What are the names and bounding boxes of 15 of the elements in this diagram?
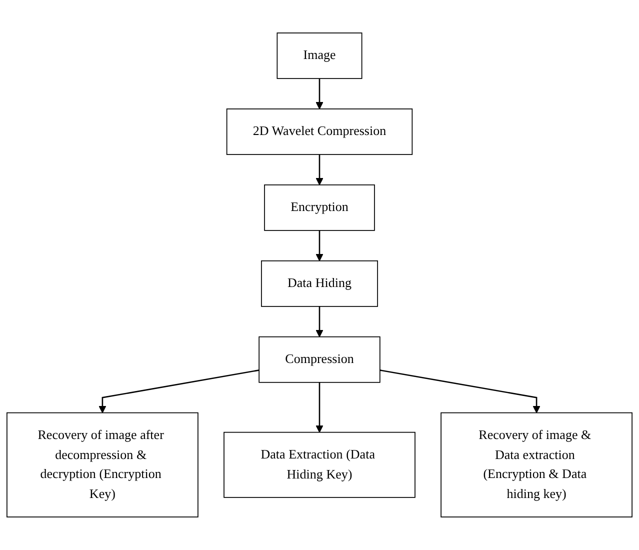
arrow xyxy=(316,154,324,186)
node-box: Encryption xyxy=(264,184,375,231)
node-box: 2D Wavelet Compression xyxy=(226,108,413,155)
node-box: Data Hiding xyxy=(261,260,378,307)
arrow xyxy=(380,370,540,414)
node-box: Compression xyxy=(258,336,380,383)
arrow xyxy=(316,382,324,433)
node-box: Image xyxy=(276,32,362,79)
arrow xyxy=(98,370,260,414)
node-box: Recovery of image after decompression & decryption (Encryption Key) xyxy=(6,412,198,518)
arrow xyxy=(316,230,324,262)
node-box: Data Extraction (Data Hiding Key) xyxy=(224,432,416,498)
arrow xyxy=(316,78,324,110)
node-box: Recovery of image & Data extraction (Encryption & Data hiding key) xyxy=(440,412,632,518)
arrow xyxy=(316,306,324,338)
